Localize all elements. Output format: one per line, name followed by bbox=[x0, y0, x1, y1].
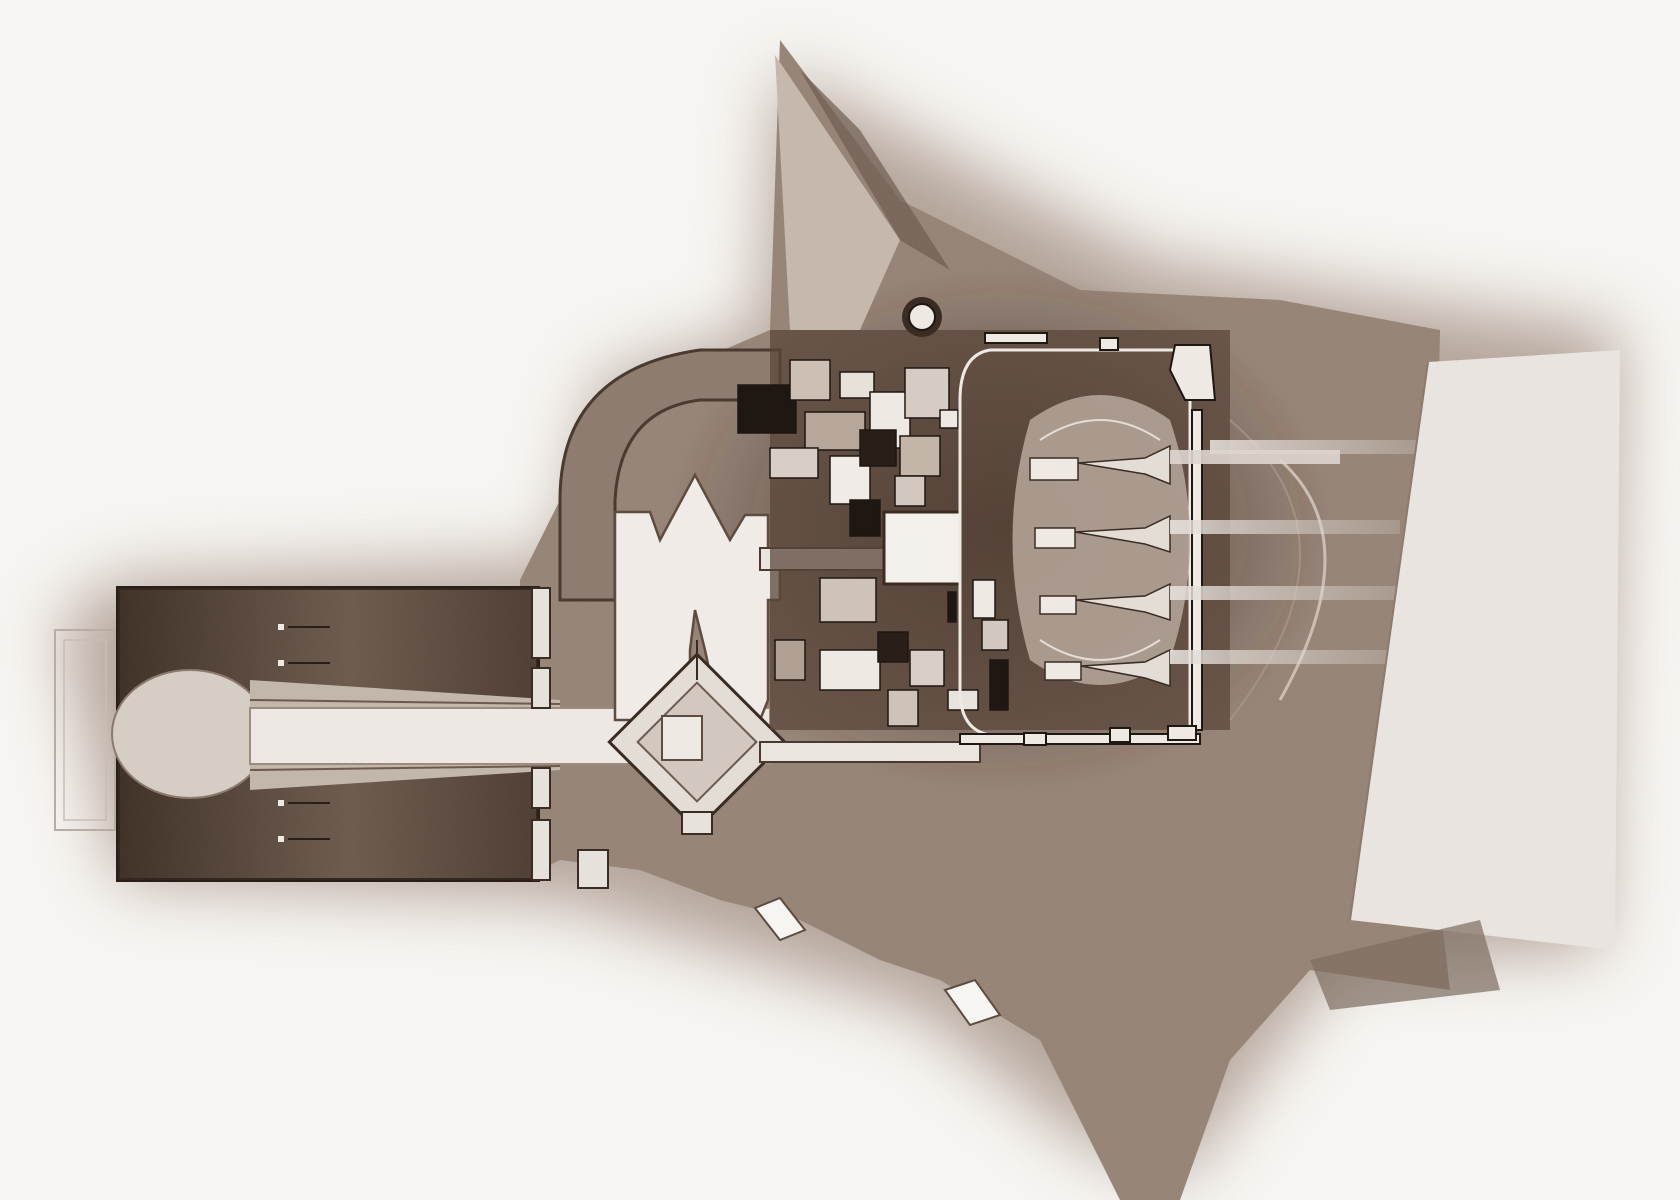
central-square bbox=[882, 510, 962, 586]
pier-beams bbox=[1029, 440, 1430, 688]
pier-beam-4 bbox=[1044, 648, 1400, 688]
link-bar-lower bbox=[759, 741, 981, 763]
south-road bbox=[1310, 920, 1500, 1010]
enclosure-walls bbox=[959, 332, 1217, 746]
main-axis-approach bbox=[111, 669, 771, 799]
east-plaza bbox=[1349, 350, 1620, 950]
pier-beam-3 bbox=[1039, 582, 1410, 622]
north-wedge bbox=[775, 55, 900, 330]
pier-beam-1 bbox=[1029, 440, 1430, 486]
circular-well bbox=[902, 297, 942, 337]
building-cluster bbox=[737, 359, 1009, 727]
tower-block bbox=[607, 472, 787, 835]
north-wedge-shadow bbox=[800, 70, 950, 270]
pier-beam-2 bbox=[1034, 514, 1400, 554]
gate-pylons bbox=[531, 587, 609, 889]
south-bastions bbox=[753, 896, 1002, 1027]
